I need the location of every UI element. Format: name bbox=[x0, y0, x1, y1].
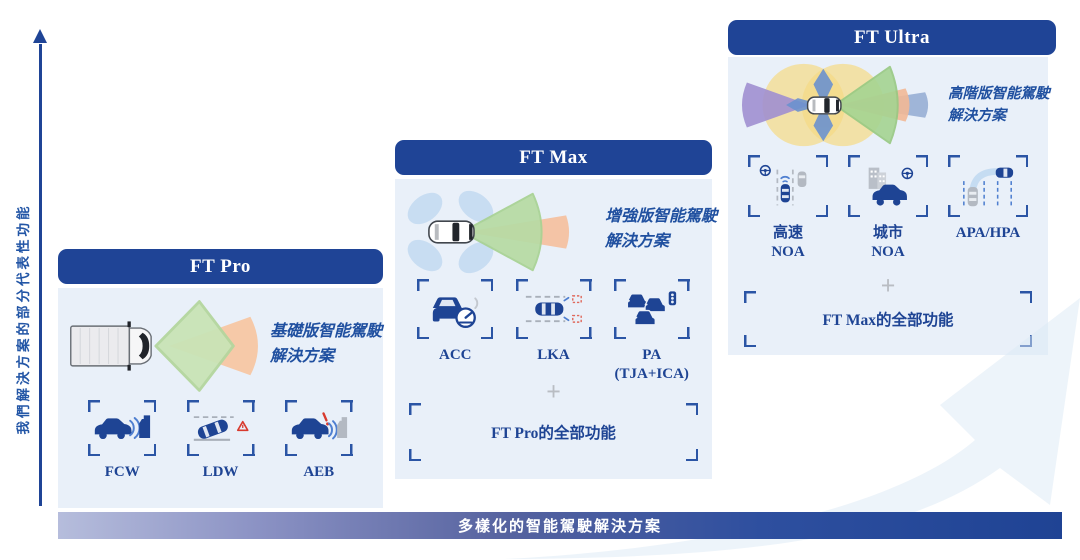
feature-frame bbox=[186, 400, 255, 456]
feature-frame bbox=[88, 400, 157, 456]
feature-frame bbox=[515, 279, 592, 339]
feature-label: 高速 NOA bbox=[771, 225, 805, 260]
city-noa-icon bbox=[868, 167, 914, 206]
feature-frame bbox=[284, 400, 353, 456]
feature-frame bbox=[848, 155, 928, 217]
ft-ultra-panel: 高階版智能駕駛 解決方案 bbox=[728, 57, 1050, 355]
feature-highway-noa: 高速 NOA bbox=[748, 155, 828, 262]
axis-line bbox=[39, 44, 42, 506]
feature-frame bbox=[613, 279, 690, 339]
ft-pro-panel: 基礎版智能駕駛 解決方案 FCW bbox=[58, 288, 383, 508]
ft-pro-description: 基礎版智能駕駛 解決方案 bbox=[270, 323, 383, 365]
fcw-icon bbox=[95, 415, 151, 440]
highway-noa-icon bbox=[759, 164, 807, 206]
axis-arrowhead-icon bbox=[33, 29, 47, 43]
feature-fcw: FCW bbox=[88, 400, 157, 482]
feature-aeb: AEB bbox=[284, 400, 353, 482]
ft-max-header: FT Max bbox=[395, 140, 712, 175]
bottom-banner: 多樣化的智能駕駛解決方案 bbox=[58, 512, 1062, 539]
aeb-icon bbox=[291, 412, 347, 440]
feature-pa: PA (TJA+ICA) bbox=[613, 279, 690, 384]
feature-ldw: LDW bbox=[186, 400, 255, 482]
apa-hpa-icon bbox=[963, 167, 1014, 207]
pa-icon bbox=[626, 291, 676, 326]
ft-max-description: 增強版智能駕駛 解決方案 bbox=[605, 208, 718, 250]
ft-max-feature-row: ACC LKA bbox=[395, 279, 712, 384]
plus-sign: + bbox=[546, 377, 561, 406]
feature-frame bbox=[748, 155, 828, 217]
bottom-banner-label: 多樣化的智能駕駛解決方案 bbox=[457, 518, 662, 535]
ft-pro-feature-row: FCW LDW bbox=[58, 400, 383, 482]
ft-ultra-header: FT Ultra bbox=[728, 20, 1056, 55]
ft-pro-header: FT Pro bbox=[58, 249, 383, 284]
car-360-sensor-visual bbox=[741, 63, 929, 147]
ldw-icon bbox=[193, 416, 249, 441]
feature-frame bbox=[948, 155, 1028, 217]
car-surround-sensor-visual bbox=[407, 190, 570, 274]
feature-label: 城市 NOA bbox=[871, 225, 905, 260]
feature-apa-hpa: APA/HPA bbox=[948, 155, 1028, 262]
feature-city-noa: 城市 NOA bbox=[848, 155, 928, 262]
feature-frame bbox=[417, 279, 494, 339]
feature-acc: ACC bbox=[417, 279, 494, 384]
lka-icon bbox=[525, 295, 582, 323]
ft-ultra-description: 高階版智能駕駛 解決方案 bbox=[948, 86, 1050, 125]
feature-lka: LKA bbox=[515, 279, 592, 384]
ft-max-includes-box: FT Pro的全部功能 bbox=[409, 403, 698, 461]
ft-ultra-feature-row: 高速 NOA bbox=[728, 155, 1048, 262]
axis-label: 我們解決方案的部分代表性功能 bbox=[16, 203, 31, 435]
feature-label: PA (TJA+ICA) bbox=[614, 347, 689, 382]
ft-ultra-includes-box: FT Max的全部功能 bbox=[744, 291, 1032, 347]
acc-icon bbox=[433, 297, 479, 328]
truck-sensor-visual bbox=[70, 300, 258, 392]
ft-max-panel: 增強版智能駕駛 解決方案 ACC bbox=[395, 179, 717, 479]
